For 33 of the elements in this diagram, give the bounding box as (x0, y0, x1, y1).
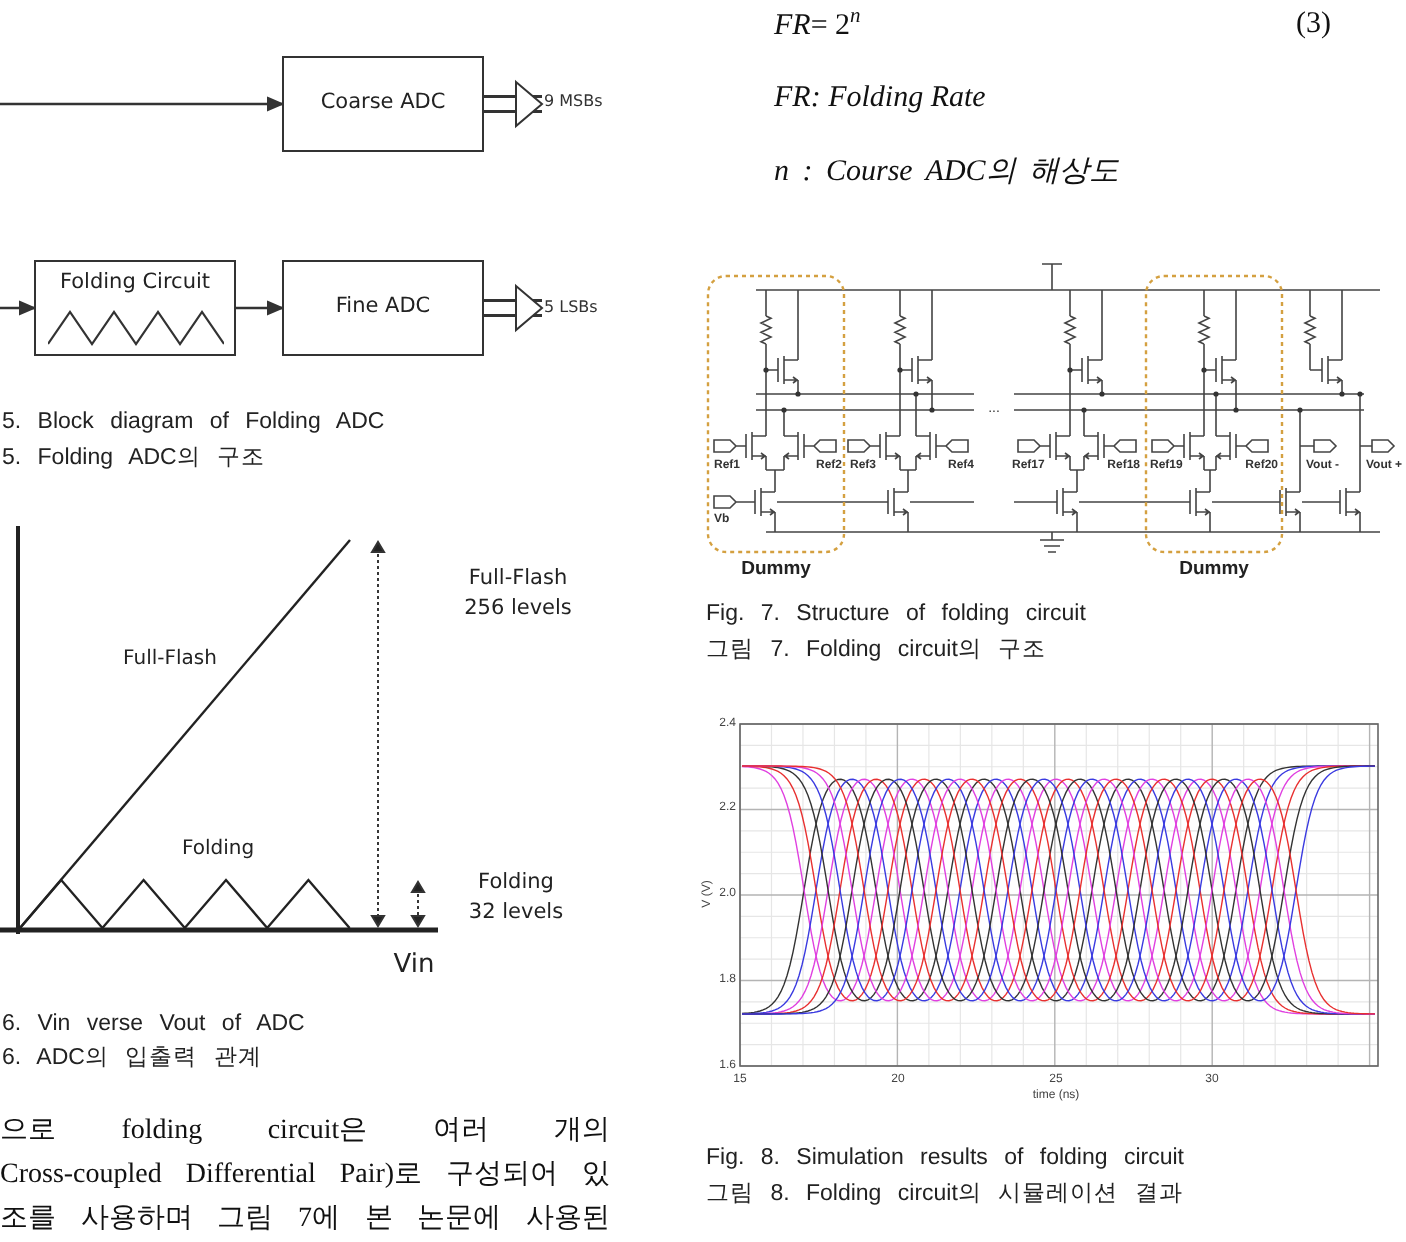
figure-caption: 5. Folding ADC의 구조 (2, 446, 266, 474)
block-arrow (484, 81, 543, 127)
arrow (0, 97, 283, 111)
body-paragraph: 으로 folding circuit은 여러 개의 Cross-coupled Differential Pair)로 구성되어 있 조를 사용하며 그림 7에 본 논문에 사용된 (0, 1114, 610, 1238)
figure-caption: 6. ADC의 입출력 관계 (2, 1046, 262, 1074)
block-arrow (484, 285, 543, 331)
block-box (34, 260, 236, 356)
region-label: Dummy (741, 558, 811, 580)
figure-caption: 그림 8. Folding circuit의 시뮬레이션 결과 (706, 1182, 1183, 1210)
figure-caption: 그림 7. Folding circuit의 구조 (706, 638, 1047, 666)
figure-caption: 6. Vin verse Vout of ADC (2, 1012, 305, 1040)
curve-label: Folding (181, 838, 255, 862)
output-label: 9 MSBs (542, 88, 626, 116)
equation-number: (3) (1296, 6, 1331, 42)
level-annotation: Folding 32 levels (466, 868, 566, 928)
figure-caption: Fig. 7. Structure of folding circuit (706, 602, 1086, 630)
block-label: Folding Circuit (59, 270, 211, 294)
curve-label: Full-Flash (123, 648, 217, 672)
block-box (282, 56, 484, 152)
block-label: Coarse ADC (320, 90, 446, 114)
arrow (0, 301, 35, 315)
definition-text: FR: Folding Rate (774, 80, 986, 116)
block-box (282, 260, 484, 356)
equation: FR= 2$^{n}$ (774, 6, 861, 44)
arrow (236, 301, 283, 315)
definition-text: n : Course ADC의 해상도 (774, 154, 1120, 190)
figure-caption: 5. Block diagram of Folding ADC (2, 410, 385, 438)
output-label: 5 LSBs (542, 294, 626, 322)
axis-title: Vin (393, 950, 435, 982)
level-annotation: Full-Flash 256 levels (462, 564, 574, 624)
figure-caption: Fig. 8. Simulation results of folding circuit (706, 1146, 1185, 1174)
region-label: Dummy (1179, 558, 1249, 580)
block-label: Fine ADC (335, 294, 431, 318)
